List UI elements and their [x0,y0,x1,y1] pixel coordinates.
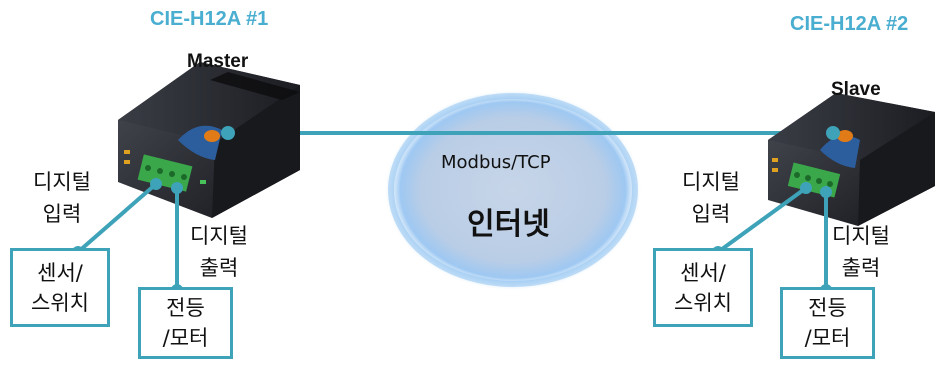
master-digital-output-label: 디지털 출력 [190,224,248,280]
device1-title: CIE-H12A #1 [150,8,269,30]
slave-link-dot [826,126,840,140]
internet-cloud-glow [388,93,638,287]
master-digital-input-label: 디지털 입력 [33,170,91,226]
protocol-label: Modbus/TCP [441,152,551,173]
internet-cloud [385,90,641,290]
slave-light-motor-box: 전등 /모터 [780,287,875,359]
device2-role: Slave [831,79,881,100]
slave-digital-input-label: 디지털 입력 [682,170,740,226]
master-input-wire [76,182,158,254]
device-slave [768,93,935,226]
master-light-motor-box: 전등 /모터 [138,287,233,359]
slave-led-orange [837,130,853,142]
device1-role: Master [187,51,249,72]
internet-label: 인터넷 [467,207,550,242]
master-link-dot [221,126,235,140]
device2-title: CIE-H12A #2 [790,13,909,35]
slave-sensor-switch-box: 센서/ 스위치 [653,248,753,327]
slave-input-wire [716,186,808,254]
master-sensor-switch-box: 센서/ 스위치 [10,248,110,327]
master-led-orange [204,130,220,142]
slave-digital-output-label: 디지털 출력 [832,224,890,280]
